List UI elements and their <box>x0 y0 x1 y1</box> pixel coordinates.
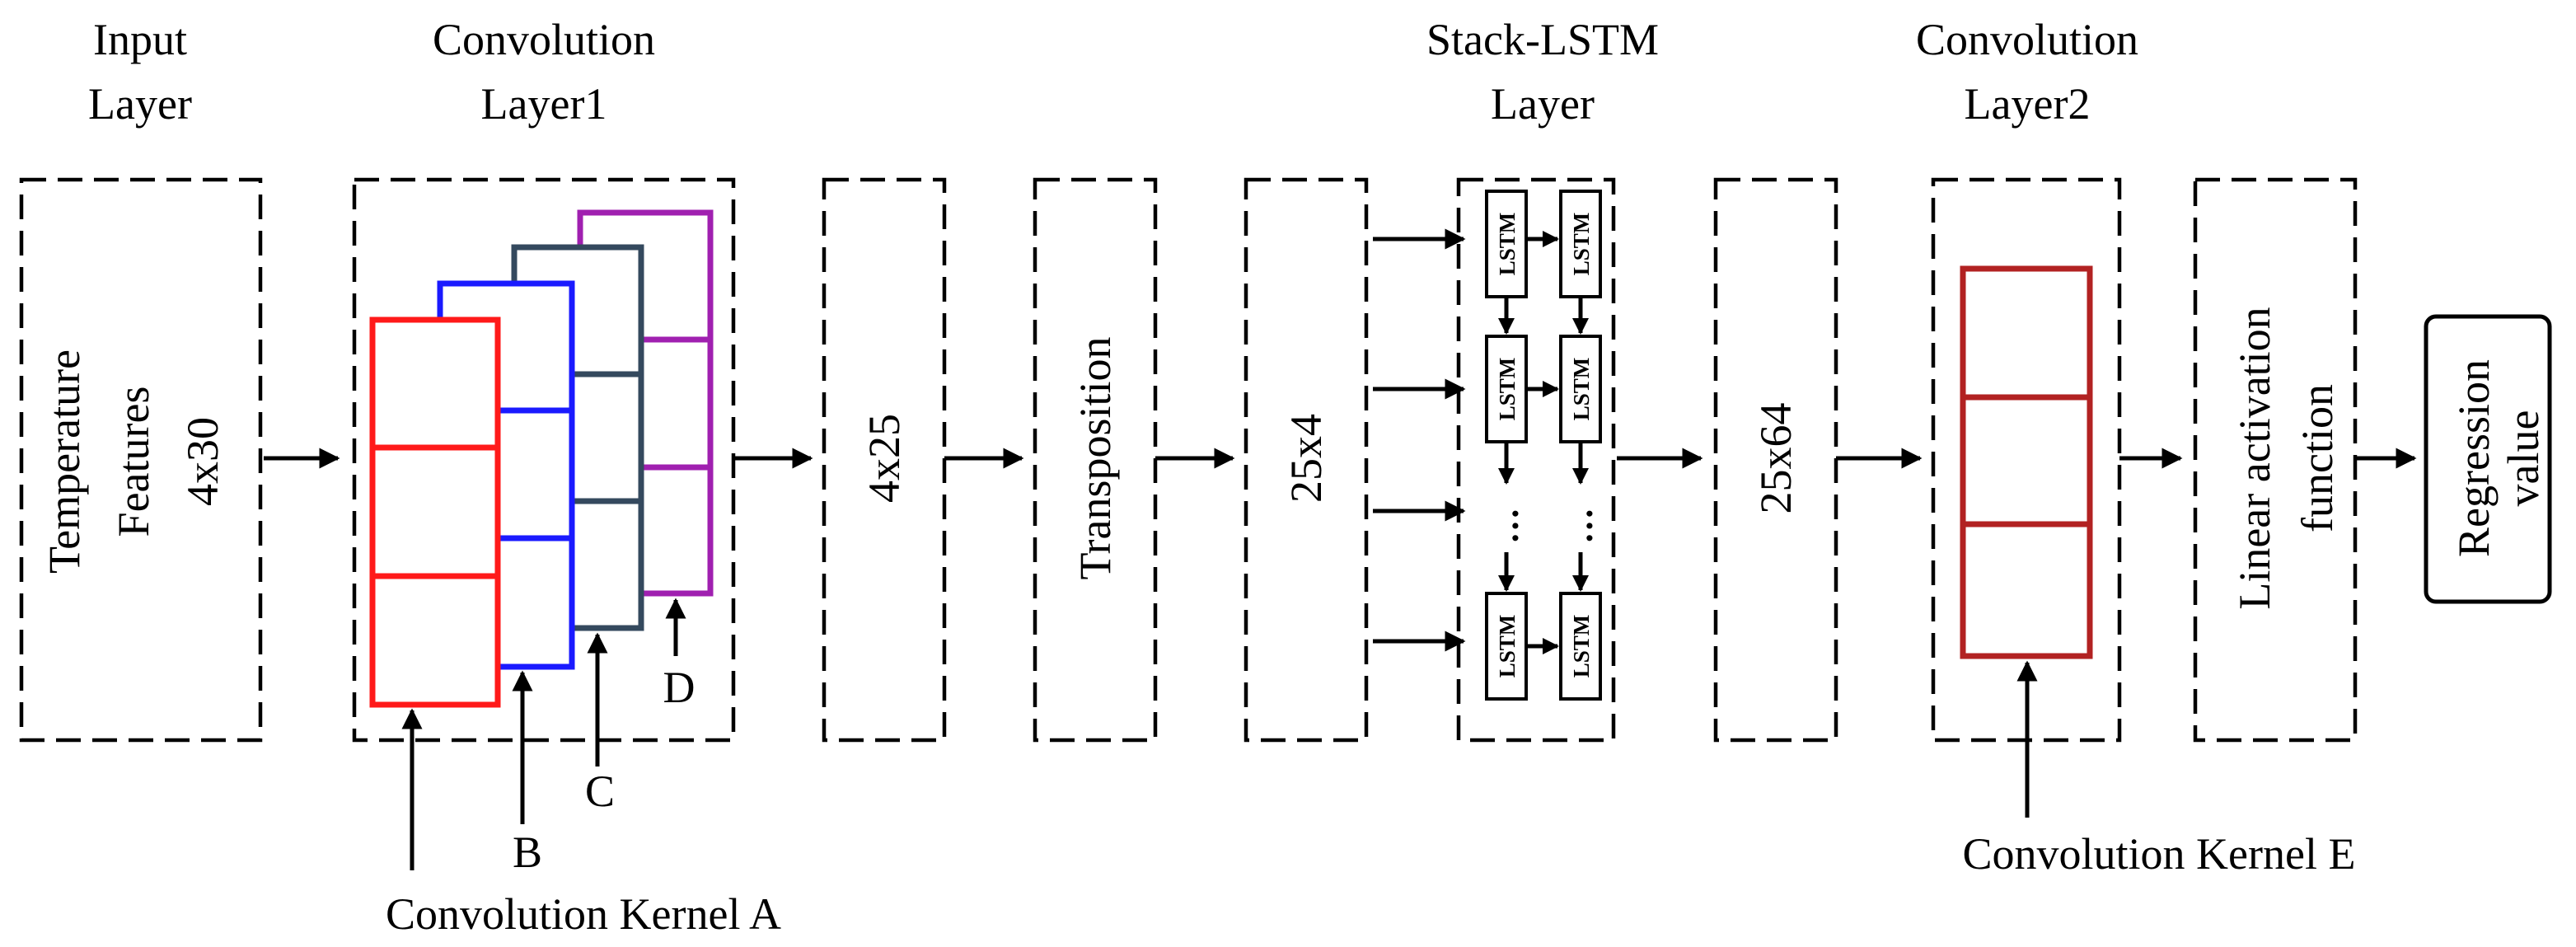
stack-lstm-title-line1: Stack-LSTM <box>1426 15 1659 64</box>
input-layer-title-line2: Layer <box>88 79 192 129</box>
lstm-cell-r1c2 <box>1559 190 1602 298</box>
regression-label-line1: Regression <box>2449 359 2499 557</box>
lstm-cell-r3c2 <box>1559 592 1602 701</box>
conv-layer2-title-line1: Convolution <box>1916 15 2138 64</box>
dim-25x4-label: 25x4 <box>1281 414 1331 503</box>
lstm-cell-r2c2 <box>1559 335 1602 443</box>
regression-label-line2: value <box>2499 410 2548 507</box>
conv-layer2-title-line2: Layer2 <box>1965 79 2091 129</box>
stack-lstm-box <box>1456 177 1616 743</box>
input-layer-title-line1: Input <box>93 15 187 64</box>
input-label-line2: Features <box>109 387 158 537</box>
dim-25x4-box <box>1244 177 1369 743</box>
kernel-e <box>1960 265 2093 659</box>
conv-layer1-title-line1: Convolution <box>433 15 655 64</box>
linear-activation-label-line1: Linear activation <box>2230 307 2279 609</box>
lstm-cell-r3c1 <box>1485 592 1528 701</box>
linear-activation-label-line2: function <box>2293 384 2342 532</box>
lstm-cell-r3c1-label: LSTM <box>1495 615 1520 678</box>
label-kernel-a: Convolution Kernel A <box>386 889 781 939</box>
lstm-cell-r3c2-label: LSTM <box>1569 615 1594 678</box>
lstm-cell-r2c1 <box>1485 335 1528 443</box>
lstm-ellipsis-c1: … <box>1486 508 1526 544</box>
input-layer-box <box>19 177 263 743</box>
dim-25x64-label: 25x64 <box>1751 403 1801 514</box>
stack-lstm-title-line2: Layer <box>1491 79 1595 129</box>
lstm-cell-r2c1-label: LSTM <box>1495 358 1520 421</box>
label-kernel-e: Convolution Kernel E <box>1963 829 2356 879</box>
regression-value-box <box>2424 314 2552 604</box>
label-kernel-d: D <box>663 663 696 712</box>
lstm-ellipsis-c2: … <box>1560 508 1600 544</box>
lstm-cell-r2c2-label: LSTM <box>1569 358 1594 421</box>
conv-layer1-title-line2: Layer1 <box>481 79 607 129</box>
dim-4x25-label: 4x25 <box>859 414 909 503</box>
lstm-cell-r1c1-label: LSTM <box>1495 213 1520 276</box>
transposition-label: Transposition <box>1070 336 1120 579</box>
kernel-a <box>369 316 501 708</box>
input-label-line1: Temperature <box>40 349 89 574</box>
label-kernel-b: B <box>513 827 542 877</box>
lstm-cell-r1c1 <box>1485 190 1528 298</box>
input-label-line3: 4x30 <box>178 417 227 506</box>
lstm-cell-r1c2-label: LSTM <box>1569 213 1594 276</box>
label-kernel-c: C <box>585 767 615 816</box>
